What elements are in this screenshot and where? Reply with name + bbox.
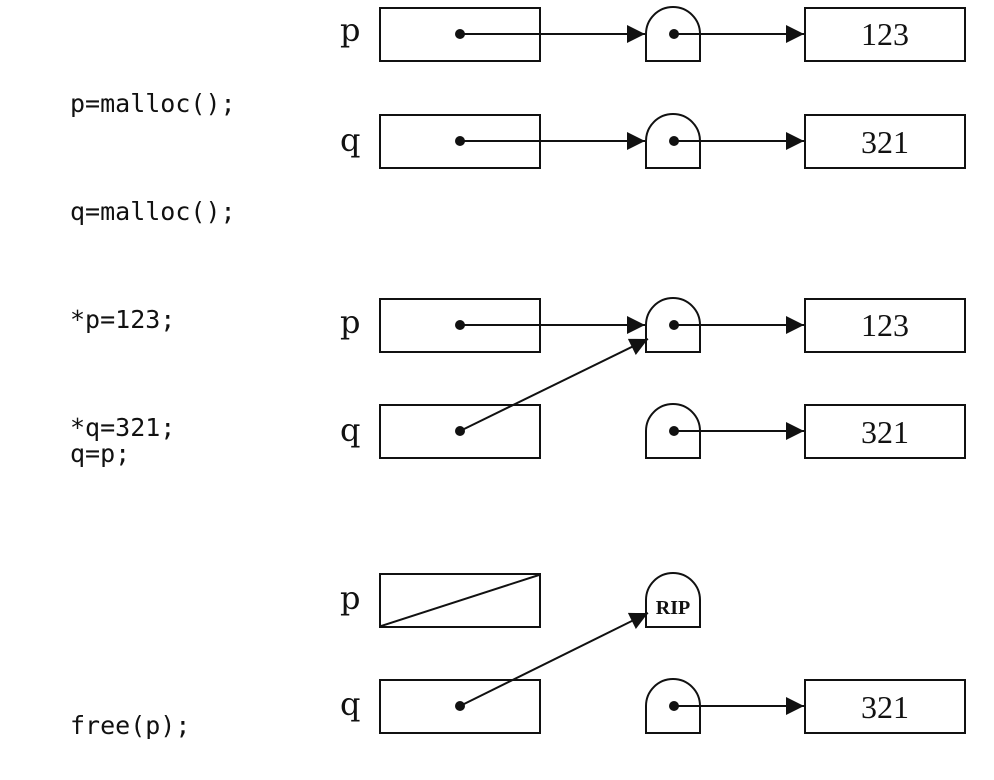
panel3-pointer-box-p xyxy=(379,573,541,628)
panel3-value-box-q xyxy=(804,679,966,734)
code-line: *q=321; xyxy=(70,413,176,442)
code-line: free(p); xyxy=(70,711,191,740)
panel1-code: p=malloc(); q=malloc(); *p=123; *q=321; xyxy=(70,14,236,482)
panel1-value-box-q xyxy=(804,114,966,169)
panel1-dot-p xyxy=(455,29,465,39)
panel3-dot-q xyxy=(455,701,465,711)
code-line: q=p; xyxy=(70,439,131,468)
panel2-cell-p-value: 123 xyxy=(861,307,909,343)
panel1-cell-p-value: 123 xyxy=(861,16,909,52)
panel2-dot-q xyxy=(455,426,465,436)
pointer-diagram xyxy=(379,6,966,734)
panel3-var-q-label: q xyxy=(340,685,361,723)
panel2-value-box-q xyxy=(804,404,966,459)
code-line: q=malloc(); xyxy=(70,197,236,226)
panel2-arrow-q-to-tomb-p xyxy=(459,338,649,432)
panel2-code: q=p; xyxy=(70,364,130,508)
panel2-tomb-p xyxy=(645,297,701,353)
panel1-tomb-q xyxy=(645,113,701,169)
code-line: p=malloc(); xyxy=(70,89,236,118)
panel3-var-p-label: p xyxy=(340,579,361,617)
panel3-arrow-q-to-rip xyxy=(459,612,649,707)
panel3-dot-tomb-q xyxy=(669,701,679,711)
panel1-dot-tomb-p xyxy=(669,29,679,39)
panel2-var-q-label: q xyxy=(340,411,361,449)
panel1-var-p-label: p xyxy=(340,11,361,49)
panel3-cell-q-value: 321 xyxy=(861,689,909,725)
panel3-tomb-rip xyxy=(645,572,701,628)
panel2-value-box-p xyxy=(804,298,966,353)
panel2-tomb-q xyxy=(645,403,701,459)
panel1-tomb-p xyxy=(645,6,701,62)
panel3-code: free(p); xyxy=(70,636,190,780)
panel3-tomb-q xyxy=(645,678,701,734)
panel2-pointer-box-q xyxy=(379,404,541,459)
code-line: *p=123; xyxy=(70,305,176,334)
panel3-pointer-box-q xyxy=(379,679,541,734)
panel3-null-slash xyxy=(380,574,540,627)
panel2-dot-tomb-p xyxy=(669,320,679,330)
panel2-var-p-label: p xyxy=(340,303,361,341)
panel1-var-q-label: q xyxy=(340,121,361,159)
panel1-dot-q xyxy=(455,136,465,146)
tombstone-rip-label: RIP xyxy=(655,597,691,619)
panel2-dot-p xyxy=(455,320,465,330)
panel2-dot-tomb-q xyxy=(669,426,679,436)
panel1-cell-q-value: 321 xyxy=(861,124,909,160)
panel1-dot-tomb-q xyxy=(669,136,679,146)
panel2-cell-q-value: 321 xyxy=(861,414,909,450)
panel1-value-box-p xyxy=(804,7,966,62)
